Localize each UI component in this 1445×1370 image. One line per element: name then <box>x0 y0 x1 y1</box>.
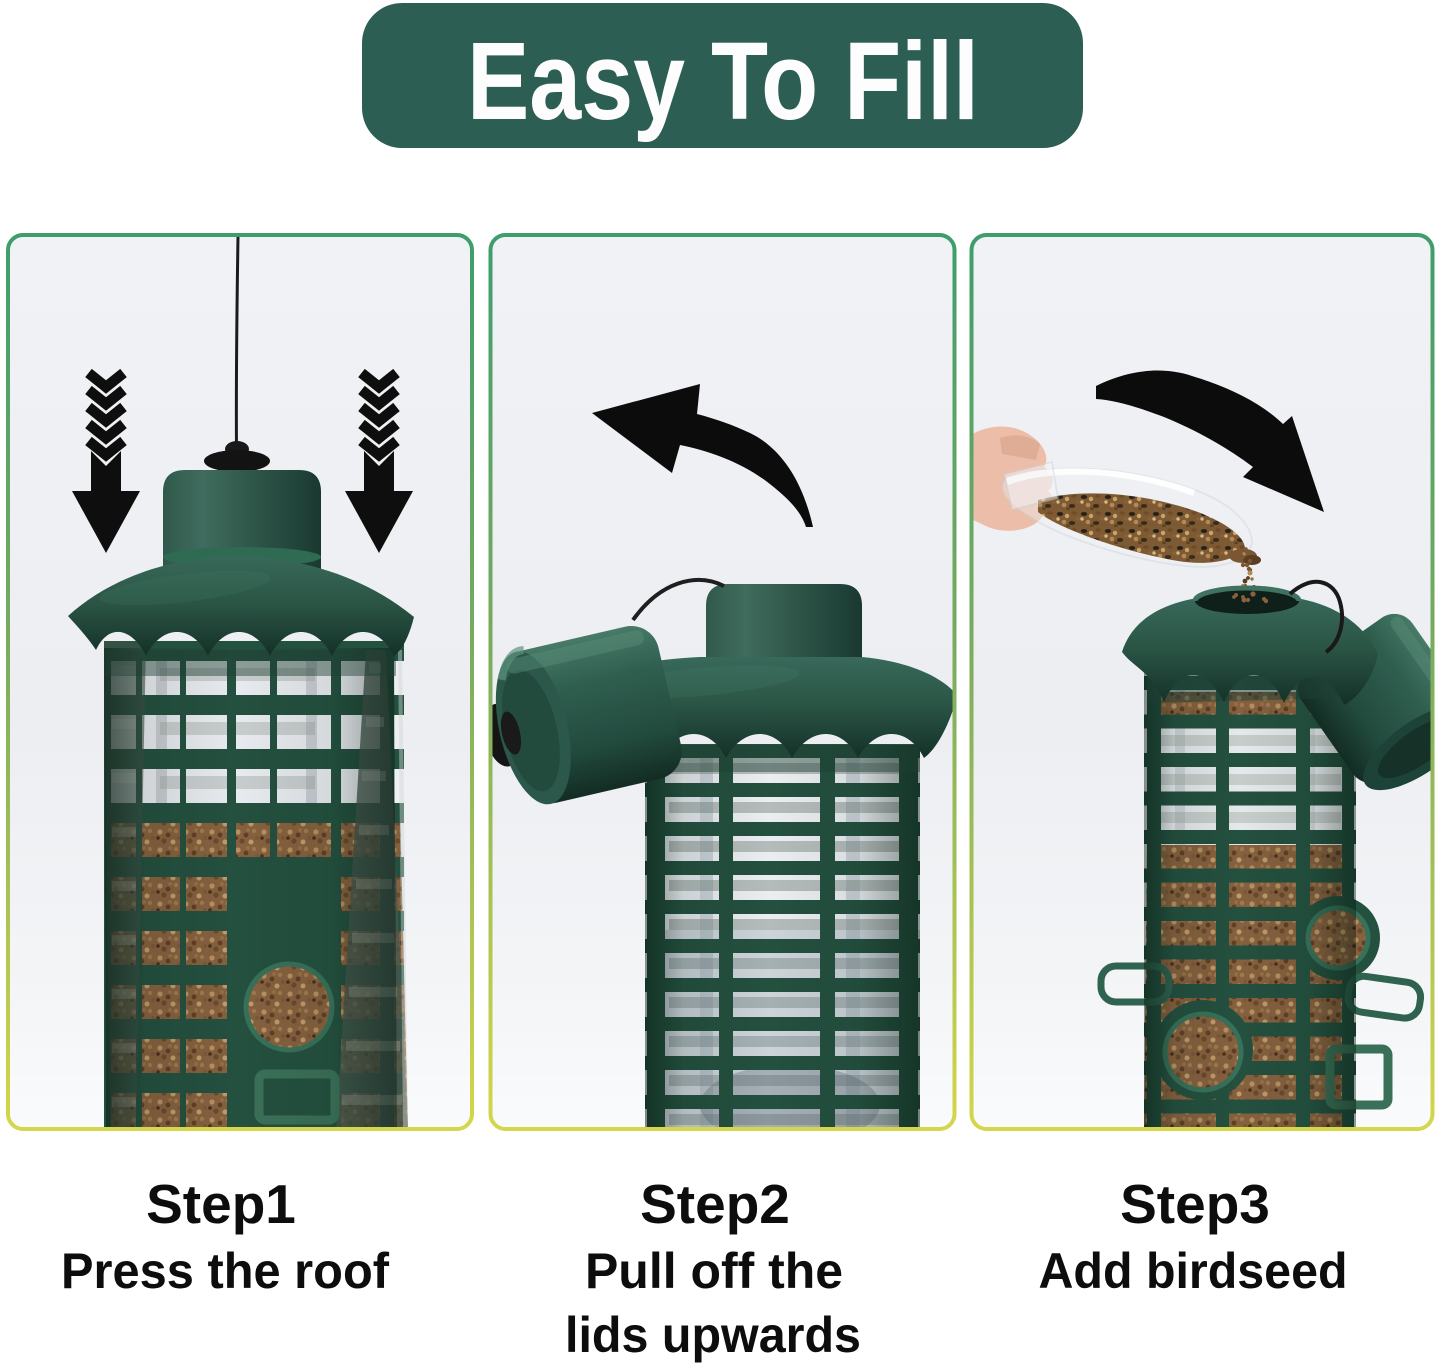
svg-text:Add birdseed: Add birdseed <box>1039 1243 1348 1299</box>
svg-text:Pull off the: Pull off the <box>585 1243 843 1299</box>
svg-text:lids upwards: lids upwards <box>565 1307 861 1363</box>
svg-text:Step1: Step1 <box>146 1173 296 1235</box>
svg-text:Press the roof: Press the roof <box>61 1243 389 1299</box>
svg-text:Step3: Step3 <box>1120 1173 1270 1235</box>
svg-text:Step2: Step2 <box>640 1173 790 1235</box>
svg-text:Easy To Fill: Easy To Fill <box>467 20 979 143</box>
